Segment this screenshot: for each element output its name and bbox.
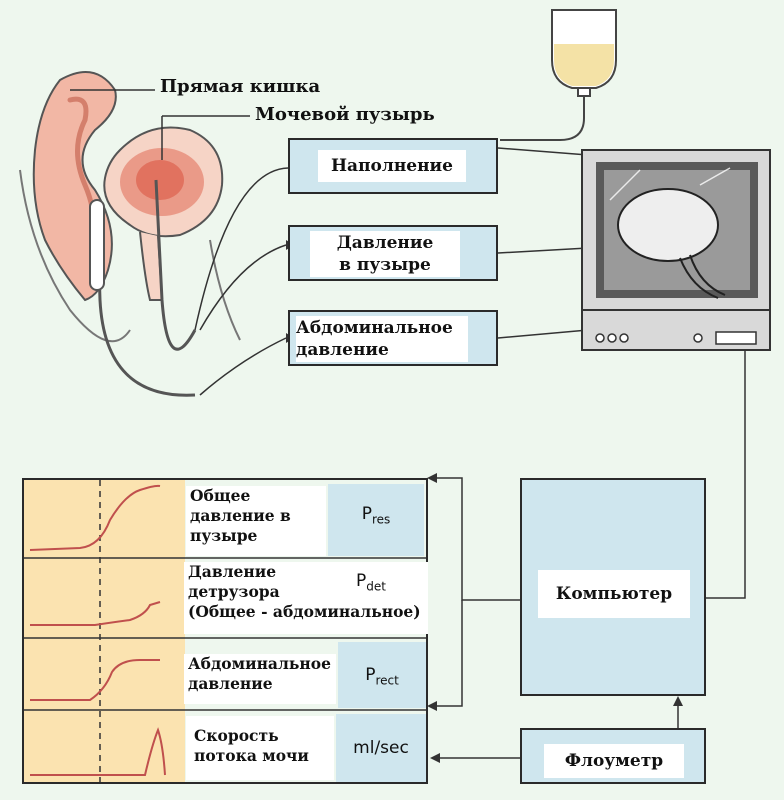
row-flow-symbol: ml/sec: [336, 714, 426, 782]
trace-panel: [23, 480, 427, 782]
bladder-pressure-box: Давление в пузыре: [288, 225, 498, 281]
abdominal-pressure-line1: Абдоминальное: [296, 318, 453, 338]
abdominal-pressure-label: Абдоминальное давление: [296, 316, 468, 362]
row-det-symbol: Pdet: [356, 571, 386, 594]
row-res-label: Общее давление в пузыре: [186, 486, 326, 556]
flowmeter-box: Флоуметр: [520, 728, 706, 784]
bladder-pressure-line2: в пузыре: [339, 255, 431, 275]
rectum-label: Прямая кишка: [160, 76, 321, 97]
abdominal-pressure-box: Абдоминальное давление: [288, 310, 498, 366]
filling-label: Наполнение: [318, 150, 466, 182]
row-rect-symbol: Prect: [338, 642, 426, 708]
abdominal-pressure-line2: давление: [296, 340, 389, 360]
computer-label: Компьютер: [538, 570, 690, 618]
bladder-label: Мочевой пузырь: [255, 104, 435, 125]
row-flow-label: Скорость потока мочи: [186, 716, 334, 780]
row-res-symbol: Pres: [328, 484, 424, 556]
computer-box: Компьютер: [520, 478, 706, 696]
flowmeter-label: Флоуметр: [544, 744, 684, 778]
iv-bag-icon: [500, 9, 617, 141]
filling-box: Наполнение: [288, 138, 498, 194]
monitor-icon: [581, 149, 771, 351]
row-rect-label: Абдоминальное давление: [184, 654, 336, 704]
row-det-label: Давление детрузора (Общее - абдоминально…: [184, 562, 428, 634]
bladder-pressure-label: Давление в пузыре: [310, 231, 460, 277]
bladder-pressure-line1: Давление: [336, 233, 434, 253]
